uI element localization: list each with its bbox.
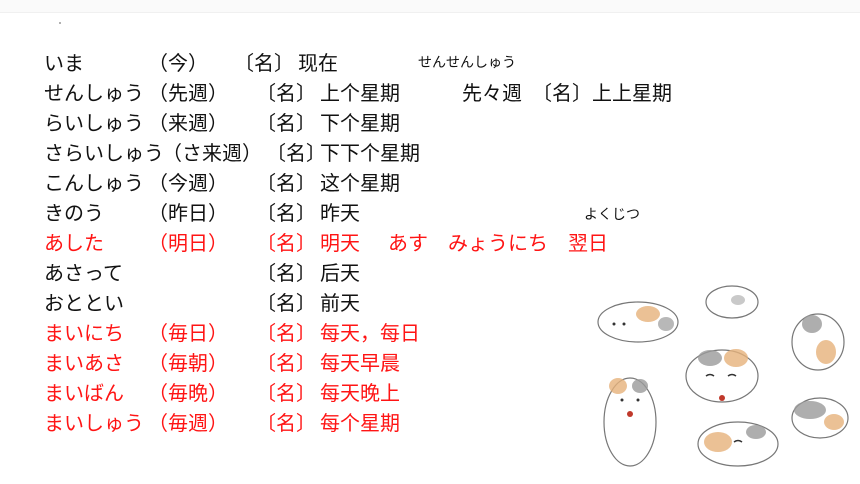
vocab-kanji: （来週） bbox=[148, 111, 228, 135]
vocab-meaning: 每天晚上 bbox=[320, 381, 400, 405]
cat-face-icon bbox=[685, 349, 759, 403]
furigana-yokujitsu: よくじつ bbox=[584, 207, 640, 223]
vocab-kanji: （さ来週） bbox=[162, 141, 262, 165]
vocab-meaning: 每天，每日 bbox=[320, 321, 420, 345]
vocab-kanji: （昨日） bbox=[148, 201, 228, 225]
vocab-pos: 〔名〕 bbox=[256, 261, 316, 285]
vocab-pos: 〔名〕 bbox=[256, 291, 316, 315]
vocab-kanji: （毎日） bbox=[148, 321, 228, 345]
vocab-kana: いま bbox=[44, 51, 84, 75]
cat-back-icon bbox=[791, 313, 845, 371]
lying-cat-icon bbox=[597, 301, 679, 343]
vocab-meaning: 后天 bbox=[320, 261, 360, 285]
vocab-kana: あした bbox=[44, 231, 104, 255]
vocab-pos: 〔名〕 bbox=[256, 111, 316, 135]
vocab-kana: まいにち bbox=[44, 321, 124, 345]
vocab-meaning: 现在 bbox=[298, 51, 338, 75]
vocab-pos: 〔名〕 bbox=[266, 141, 326, 165]
vocab-pos: 〔名〕 bbox=[256, 411, 316, 435]
vocab-kana: さらいしゅう bbox=[44, 141, 164, 165]
standing-cat-icon bbox=[603, 377, 657, 467]
vocab-kanji: （先週） bbox=[148, 81, 228, 105]
vocab-meaning: 明天 bbox=[320, 231, 360, 255]
vocab-kana: まいあさ bbox=[44, 351, 124, 375]
vocab-pos: 〔名〕 bbox=[256, 81, 316, 105]
vocab-meaning: 前天 bbox=[320, 291, 360, 315]
vocab-pos: 〔名〕 bbox=[256, 351, 316, 375]
vocab-meaning: 这个星期 bbox=[320, 171, 400, 195]
vocab-kana: こんしゅう bbox=[44, 171, 144, 195]
vocab-kanji: （毎週） bbox=[148, 411, 228, 435]
vocab-meaning: 下个星期 bbox=[320, 111, 400, 135]
vocab-kanji: （今週） bbox=[148, 171, 228, 195]
slide-top-band bbox=[0, 0, 860, 13]
vocab-kana: おととい bbox=[44, 291, 124, 315]
vocab-kana: あさって bbox=[44, 261, 123, 285]
vocab-kana: きのう bbox=[44, 201, 104, 225]
furigana-senshu: せんせんしゅう bbox=[418, 55, 516, 71]
vocab-extra: あす みょうにち 翌日 bbox=[388, 231, 608, 255]
vocab-kanji: （毎晩） bbox=[148, 381, 228, 405]
vocab-kana: せんしゅう bbox=[44, 81, 144, 105]
vocab-meaning: 每个星期 bbox=[320, 411, 400, 435]
curled-cat-icon bbox=[705, 285, 759, 319]
vocab-pos: 〔名〕 bbox=[256, 171, 316, 195]
vocab-meaning: 每天早晨 bbox=[320, 351, 400, 375]
vocab-kanji: （毎朝） bbox=[148, 351, 228, 375]
loaf-cat-icon bbox=[697, 421, 779, 467]
vocab-pos: 〔名〕 bbox=[256, 321, 316, 345]
vocab-meaning: 下下个星期 bbox=[320, 141, 420, 165]
vocab-meaning: 昨天 bbox=[320, 201, 360, 225]
vocab-extra: 先々週 〔名〕上上星期 bbox=[462, 81, 672, 105]
vocab-kana: まいしゅう bbox=[44, 411, 144, 435]
round-cat-icon bbox=[791, 397, 849, 439]
vocab-kanji: （明日） bbox=[148, 231, 228, 255]
cat-stickers-illustration bbox=[597, 285, 849, 467]
vocab-pos: 〔名〕 bbox=[234, 51, 294, 75]
vocab-pos: 〔名〕 bbox=[256, 381, 316, 405]
slide-dot bbox=[59, 22, 61, 24]
vocab-kana: まいばん bbox=[44, 381, 124, 405]
vocab-kanji: （今） bbox=[148, 51, 208, 75]
vocab-kana: らいしゅう bbox=[44, 111, 144, 135]
vocab-pos: 〔名〕 bbox=[256, 201, 316, 225]
vocab-pos: 〔名〕 bbox=[256, 231, 316, 255]
vocab-meaning: 上个星期 bbox=[320, 81, 400, 105]
